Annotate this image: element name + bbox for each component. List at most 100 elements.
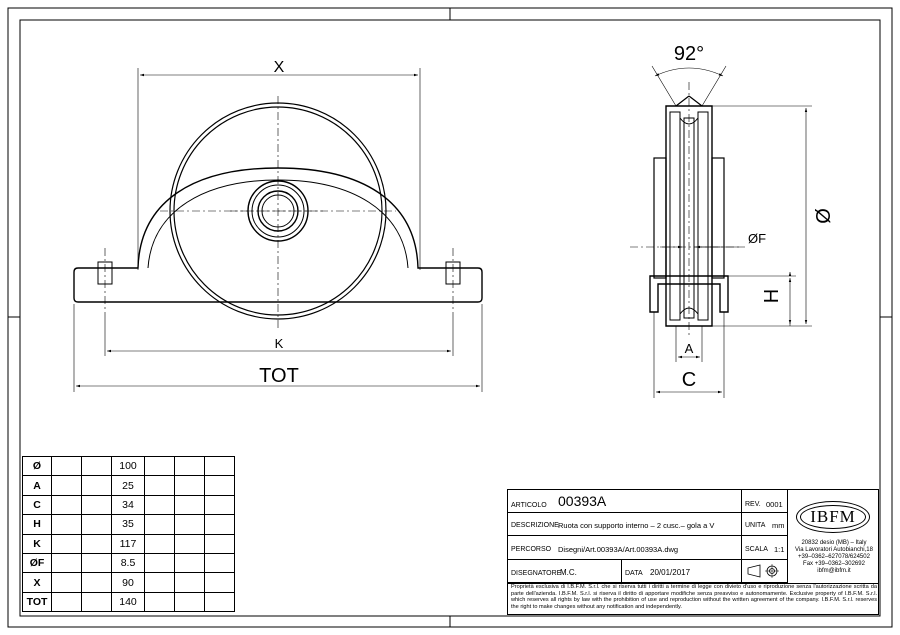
front-dimensions (73, 68, 483, 392)
dimension-row: H 35 (22, 514, 235, 535)
side-flange-left (653, 157, 667, 279)
empty-cell (81, 494, 112, 516)
empty-cell (51, 591, 82, 613)
projection-icon (747, 564, 779, 578)
empty-cell (51, 475, 82, 496)
front-view (73, 96, 483, 330)
dimension-label: K (22, 533, 52, 554)
label-h: H (761, 289, 783, 303)
label-a: A (685, 341, 694, 356)
empty-cell (204, 552, 235, 574)
empty-cell (81, 572, 112, 593)
empty-cell (204, 494, 235, 516)
empty-cell (174, 572, 205, 593)
empty-cell (144, 591, 175, 613)
empty-cell (144, 494, 175, 516)
legal-notice: Proprietà esclusiva di I.B.F.M. S.r.l. c… (511, 584, 877, 610)
projection-symbol (742, 560, 788, 582)
empty-cell (81, 533, 112, 554)
empty-cell (81, 475, 112, 496)
empty-cell (174, 514, 205, 535)
empty-cell (51, 533, 82, 554)
empty-cell (204, 475, 235, 496)
label-k: K (275, 336, 284, 351)
dimension-row: TOT 140 (22, 591, 235, 613)
empty-cell (204, 572, 235, 593)
dimension-row: ØF 8.5 (22, 552, 235, 574)
empty-cell (174, 552, 205, 574)
empty-cell (81, 591, 112, 613)
data-value: 20/01/2017 (650, 568, 691, 577)
empty-cell (144, 514, 175, 535)
empty-cell (81, 514, 112, 535)
address-line-3: +39–0362–627078/624502 (798, 554, 870, 560)
dimension-label: H (22, 514, 52, 535)
empty-cell (174, 455, 205, 477)
dimension-label: X (22, 572, 52, 593)
empty-cell (51, 514, 82, 535)
descrizione-label: DESCRIZIONE (511, 522, 559, 529)
dimension-value: 90 (111, 572, 145, 593)
dimension-value: 100 (111, 455, 145, 477)
disegnatore-value: M.C. (560, 568, 577, 577)
dimension-value: 140 (111, 591, 145, 613)
legal-text-english: Exclusive property of I.B.F.M. S.r.l. wh… (511, 590, 877, 610)
address-line-5: ibfm@ibfm.it (817, 568, 851, 574)
empty-cell (174, 591, 205, 613)
scala-value: 1:1 (774, 545, 785, 554)
empty-cell (144, 455, 175, 477)
dimension-value: 25 (111, 475, 145, 496)
side-view (630, 82, 740, 338)
empty-cell (144, 572, 175, 593)
row-descrizione: DESCRIZIONE Ruota con supporto interno –… (508, 513, 788, 536)
dimension-label: C (22, 494, 52, 516)
empty-cell (204, 533, 235, 554)
address-line-1: 20832 desio (MB) – Italy (801, 540, 867, 546)
empty-cell (51, 572, 82, 593)
address-line-2: Via Lavoratori Autobianchi,18 (795, 547, 873, 553)
unita-label: UNITA (745, 522, 766, 529)
dimension-value: 117 (111, 533, 145, 554)
empty-cell (204, 455, 235, 477)
descrizione-value: Ruota con supporto interno – 2 cusc.– go… (558, 521, 715, 530)
empty-cell (144, 475, 175, 496)
base-plate (73, 167, 483, 303)
dimension-value: 34 (111, 494, 145, 516)
row-articolo: ARTICOLO 00393A REV. 0001 (508, 490, 788, 513)
empty-cell (174, 475, 205, 496)
address-line-4: Fax +39–0362–302692 (803, 561, 865, 567)
label-diameter: Ø (813, 208, 835, 224)
empty-cell (174, 533, 205, 554)
legal-text-italian: Proprietà esclusiva di I.B.F.M. S.r.l. c… (511, 584, 877, 597)
side-dimensions (651, 65, 812, 398)
disegnatore-label: DISEGNATORE (511, 570, 562, 577)
company-logo-area: IBFM 20832 desio (MB) – Italy Via Lavora… (788, 490, 880, 583)
data-label: DATA (625, 570, 643, 577)
empty-cell (204, 591, 235, 613)
unita-value: mm (772, 521, 785, 530)
title-block: ARTICOLO 00393A REV. 0001 DESCRIZIONE Ru… (507, 489, 879, 615)
empty-cell (81, 455, 112, 477)
empty-cell (81, 552, 112, 574)
empty-cell (204, 514, 235, 535)
dimension-value: 35 (111, 514, 145, 535)
dimension-label: ØF (22, 552, 52, 574)
side-flange-right (711, 157, 725, 279)
dimension-value: 8.5 (111, 552, 145, 574)
label-tot: TOT (259, 365, 299, 387)
row-percorso: PERCORSO Disegni/Art.00393A/Art.00393A.d… (508, 536, 788, 560)
empty-cell (51, 455, 82, 477)
logo-text: IBFM (810, 507, 856, 526)
row-disegnatore: DISEGNATORE M.C. DATA 20/01/2017 (508, 560, 788, 583)
label-angle: 92° (674, 43, 704, 65)
scala-label: SCALA (745, 546, 768, 553)
empty-cell (174, 494, 205, 516)
dimension-label: TOT (22, 591, 52, 613)
empty-cell (144, 552, 175, 574)
dimension-row: K 117 (22, 533, 235, 554)
company-logo: IBFM (796, 501, 870, 533)
